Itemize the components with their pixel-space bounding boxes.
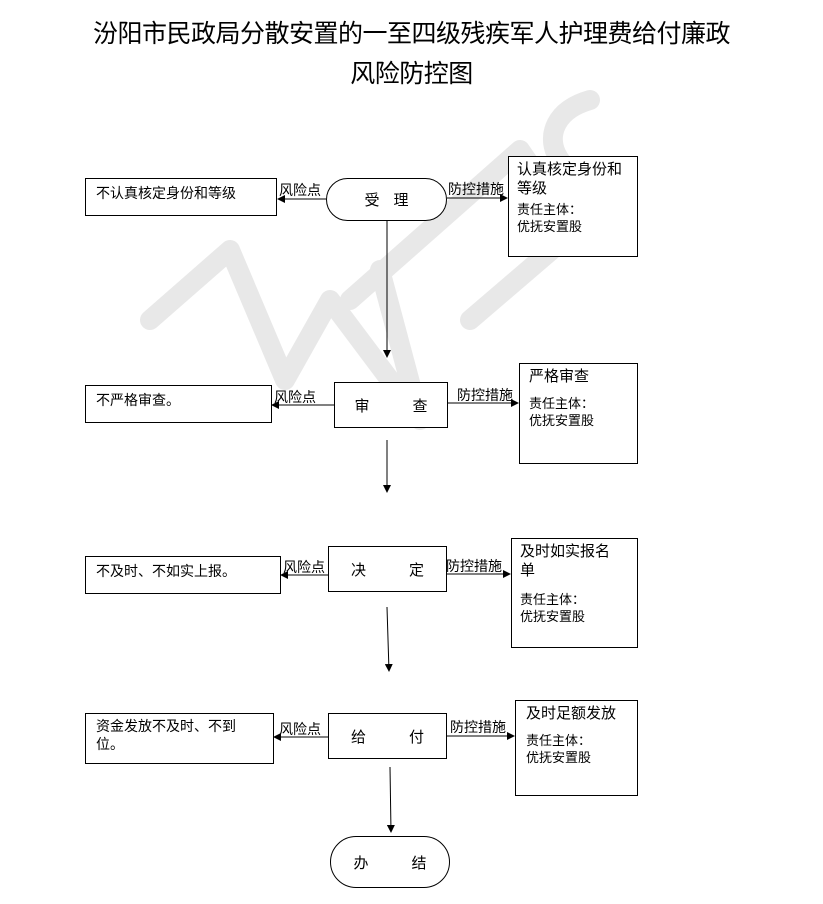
control-label-3: 防控措施 [446, 559, 502, 575]
step-label: 决 定 [350, 560, 438, 579]
step-review: 审 查 [334, 382, 448, 428]
resp-unit: 优抚安置股 [526, 751, 592, 766]
resp-label: 责任主体： [529, 397, 595, 412]
risk-text: 不认真核定身份和等级 [96, 186, 236, 202]
diagram-title-line1: 汾阳市民政局分散安置的一至四级残疾军人护理费给付廉政 [92, 19, 731, 48]
risk-box-3: 不及时、不如实上报。 [85, 556, 281, 594]
measure-text: 及时如实报名单 [520, 542, 611, 579]
risk-text: 不严格审查。 [96, 393, 180, 409]
step-label: 办 结 [353, 853, 441, 872]
risk-box-4: 资金发放不及时、不到位。 [85, 713, 274, 764]
risk-label-3: 风险点 [283, 560, 325, 576]
flow-arrow-4 [386, 766, 395, 833]
step-complete: 办 结 [330, 836, 450, 888]
step-label: 受理 [364, 191, 423, 209]
resp-label: 责任主体： [520, 593, 586, 608]
diagram-title-line2: 风险防控图 [350, 59, 473, 88]
step-label: 给 付 [350, 727, 438, 746]
resp-unit: 优抚安置股 [529, 414, 595, 429]
risk-text: 不及时、不如实上报。 [96, 564, 236, 580]
resp-label: 责任主体： [526, 734, 592, 749]
control-box-3: 及时如实报名单 责任主体： 优抚安置股 [511, 538, 638, 648]
control-label-2: 防控措施 [457, 388, 513, 404]
control-label-1: 防控措施 [448, 182, 504, 198]
resp-unit: 优抚安置股 [517, 220, 583, 235]
flow-arrow-3 [384, 606, 393, 672]
resp-label: 责任主体： [517, 203, 583, 218]
step-label: 审 查 [354, 396, 442, 415]
measure-text: 认真核定身份和等级 [517, 160, 623, 197]
step-decide: 决 定 [328, 546, 447, 592]
risk-label-4: 风险点 [279, 722, 321, 738]
control-box-2: 严格审查 责任主体： 优抚安置股 [519, 363, 638, 464]
control-box-1: 认真核定身份和等级 责任主体： 优抚安置股 [508, 156, 638, 257]
step-accept: 受理 [326, 178, 447, 221]
measure-text: 严格审查 [529, 367, 590, 385]
risk-label-1: 风险点 [279, 183, 321, 199]
measure-text: 及时足额发放 [526, 704, 617, 722]
step-pay: 给 付 [328, 713, 447, 759]
control-box-4: 及时足额发放 责任主体： 优抚安置股 [515, 700, 638, 796]
control-label-4: 防控措施 [450, 720, 506, 736]
resp-unit: 优抚安置股 [520, 610, 586, 625]
risk-label-2: 风险点 [274, 390, 316, 406]
risk-box-2: 不严格审查。 [85, 385, 272, 423]
risk-box-1: 不认真核定身份和等级 [85, 178, 277, 216]
risk-text: 资金发放不及时、不到位。 [96, 719, 236, 753]
